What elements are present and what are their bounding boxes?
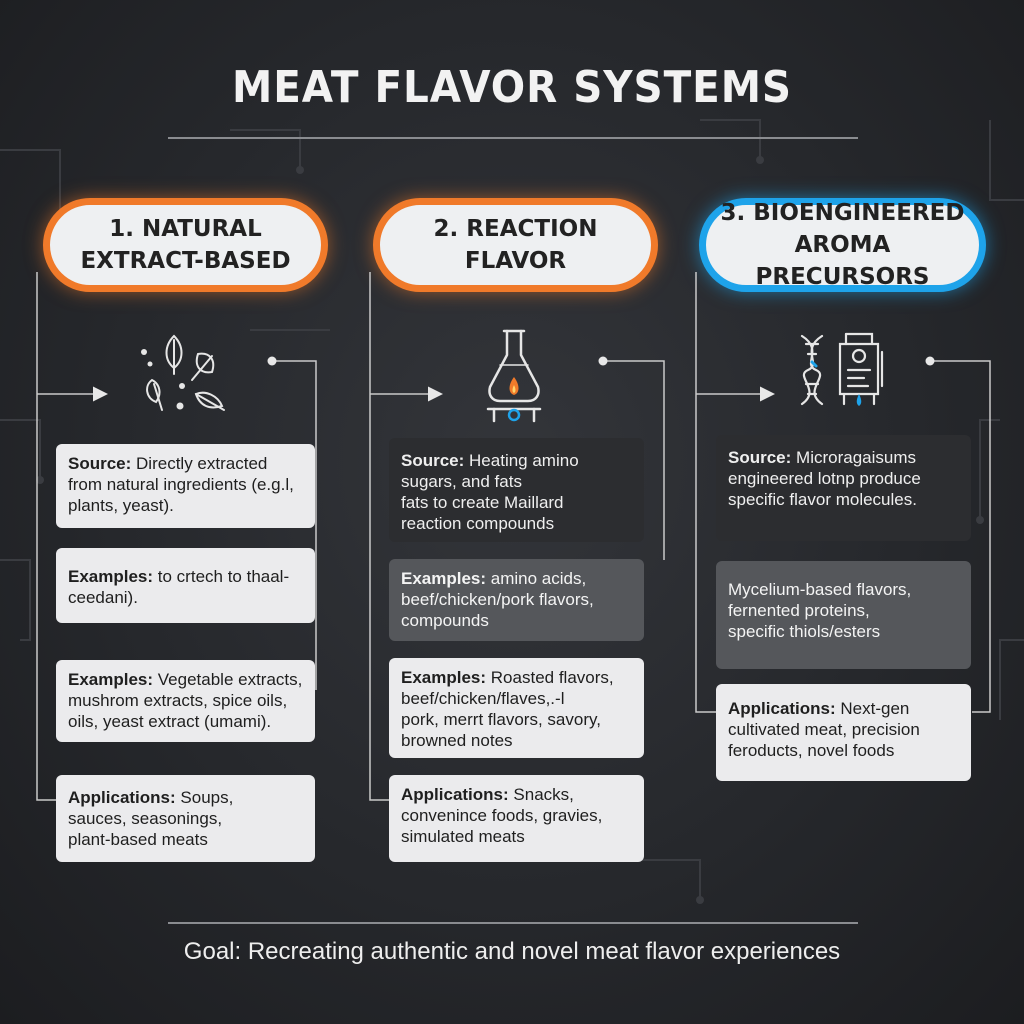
col2-source-card: Source: Heating amino sugars, and fats f… — [389, 438, 644, 542]
card-line: pork, merrt flavors, savory, — [401, 710, 601, 729]
col3-applications-card: Applications: Next-gen cultivated meat, … — [716, 684, 971, 781]
card-line: Heating amino — [469, 451, 579, 470]
title-underline — [168, 137, 858, 139]
card-line: convenince foods, gravies, — [401, 806, 603, 825]
col2-applications-card: Applications: Snacks, convenince foods, … — [389, 775, 644, 862]
card-line: amino acids, — [490, 569, 587, 588]
card-line: sugars, and fats — [401, 472, 522, 491]
card-line: to crtech to thaal- — [157, 567, 290, 586]
card-label: Examples: — [68, 567, 154, 586]
card-label: Source: — [728, 448, 792, 467]
card-line: fats to create Maillard — [401, 493, 564, 512]
card-line: compounds — [401, 611, 489, 630]
col1-applications-card: Applications: Soups, sauces, seasonings,… — [56, 775, 315, 862]
card-label: Examples: — [401, 668, 487, 687]
card-label: Applications: — [401, 785, 509, 804]
column-1-header: 1. NATURAL EXTRACT-BASED — [43, 198, 328, 292]
card-line: cultivated meat, precision — [728, 720, 920, 739]
card-line: simulated meats — [401, 827, 525, 846]
card-line: Next-gen — [840, 699, 910, 718]
card-line: mushrom extracts, spice oils, — [68, 691, 288, 710]
card-line: specific thiols/esters — [728, 622, 881, 641]
card-line: beef/chicken/pork flavors, — [401, 590, 594, 609]
flask-burner-icon — [486, 329, 542, 423]
col3-examples-card: Mycelium-based flavors, fernented protei… — [716, 561, 971, 669]
col1-examples-card-1: Examples: to crtech to thaal- ceedani). — [56, 548, 315, 623]
card-line: sauces, seasonings, — [68, 809, 223, 828]
card-line: specific flavor molecules. — [728, 490, 917, 509]
card-line: Mycelium-based flavors, — [728, 580, 912, 599]
card-label: Examples: — [68, 670, 154, 689]
card-line: browned notes — [401, 731, 513, 750]
card-line: fernented proteins, — [728, 601, 870, 620]
card-line: ceedani). — [68, 588, 138, 607]
card-line: Snacks, — [513, 785, 574, 804]
goal-divider — [168, 922, 858, 924]
col1-source-card: Source: Directly extracted from natural … — [56, 444, 315, 528]
herbs-leaves-icon — [141, 334, 225, 411]
card-line: feroducts, novel foods — [728, 741, 895, 760]
card-label: Applications: — [68, 788, 176, 807]
card-line: plant-based meats — [68, 830, 208, 849]
card-line: plants, yeast). — [68, 496, 174, 515]
card-line: oils, yeast extract (umami). — [68, 712, 272, 731]
card-label: Examples: — [401, 569, 487, 588]
col2-examples-card-2: Examples: Roasted flavors, beef/chicken/… — [389, 658, 644, 758]
dna-bioreactor-icon — [800, 332, 884, 406]
card-line: Vegetable extracts, — [157, 670, 303, 689]
card-label: Applications: — [728, 699, 836, 718]
column-3-header: 3. BIOENGINEERED AROMA PRECURSORS — [699, 198, 986, 292]
card-label: Source: — [68, 454, 132, 473]
card-line: engineered lotnp produce — [728, 469, 921, 488]
card-line: from natural ingredients (e.g.l, — [68, 475, 294, 494]
card-line: beef/chicken/flaves,.-l — [401, 689, 565, 708]
card-line: Microragaisums — [796, 448, 917, 467]
card-line: reaction compounds — [401, 514, 555, 533]
page-title: MEAT FLAVOR SYSTEMS — [232, 62, 792, 113]
column-2-header: 2. REACTION FLAVOR — [373, 198, 658, 292]
col3-source-card: Source: Microragaisums engineered lotnp … — [716, 435, 971, 541]
card-line: Roasted flavors, — [490, 668, 614, 687]
col2-examples-card-1: Examples: amino acids, beef/chicken/pork… — [389, 559, 644, 641]
card-line: Directly extracted — [136, 454, 268, 473]
card-line: Soups, — [180, 788, 234, 807]
card-label: Source: — [401, 451, 465, 470]
goal-statement: Goal: Recreating authentic and novel mea… — [183, 938, 841, 965]
col1-examples-card-2: Examples: Vegetable extracts, mushrom ex… — [56, 660, 315, 742]
